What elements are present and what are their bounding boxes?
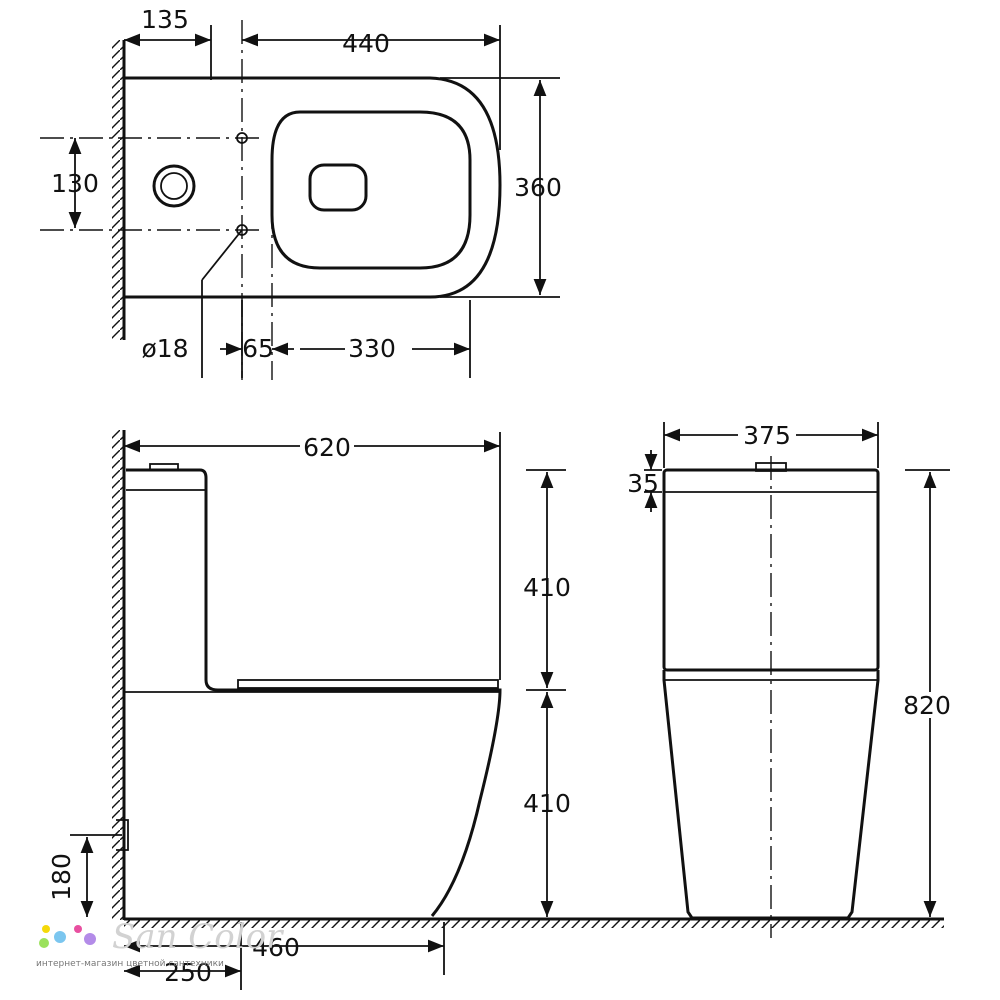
dim-130-label: 130 (51, 169, 99, 198)
dim-360-label: 360 (514, 173, 562, 202)
logo-dot (84, 933, 96, 945)
dim-620-mask (300, 434, 354, 460)
brand-logo: San Color (112, 917, 284, 957)
front-view: 375 35 820 (627, 421, 958, 938)
leader-18 (201, 229, 243, 281)
toilet-outline-top (124, 76, 502, 299)
dim-330-label: 330 (348, 334, 396, 363)
dim-410-tank-label: 410 (523, 573, 571, 602)
dim-375-label: 375 (743, 421, 791, 450)
flush-button-side (149, 463, 179, 471)
water-inlet-inner (160, 172, 188, 200)
wall-hatch-top (112, 40, 124, 340)
dim-18-label: ø18 (141, 334, 188, 363)
dim-65-label: 65 (242, 334, 274, 363)
logo-dot (54, 931, 66, 943)
water-inlet-side (116, 819, 129, 851)
drain-outline-top (308, 163, 368, 212)
dim-35-label: 35 (627, 469, 659, 498)
seat-outline-top (270, 110, 472, 270)
dim-135-label: 135 (141, 5, 189, 34)
brand-tagline: интернет-магазин цветной сантехники (36, 959, 224, 969)
logo-dot (39, 938, 49, 948)
dim-820-label: 820 (903, 691, 951, 720)
floor-hatch (124, 920, 944, 928)
dim-440-label: 440 (342, 29, 390, 58)
dim-375-mask (738, 422, 796, 448)
dim-410-bowl-label: 410 (523, 789, 571, 818)
logo-dot (42, 925, 50, 933)
water-inlet-outer (152, 164, 196, 208)
dim-250-label: 250 (164, 958, 212, 987)
dim-460-label: 460 (252, 933, 300, 962)
wall-hatch-side (112, 430, 124, 920)
dim-180-label: 180 (47, 853, 76, 901)
side-view: 620 410 410 180 460 250 (47, 430, 944, 990)
seat-lid-side (237, 679, 499, 689)
dim-820-mask (902, 692, 958, 718)
watermark: San Color интернет-магазин цветной санте… (36, 917, 284, 969)
logo-dot (74, 925, 82, 933)
bowl-front (662, 670, 880, 920)
toilet-outline-side (126, 468, 502, 917)
top-view: 135 440 130 360 ø18 65 330 (40, 5, 562, 380)
dim-620-label: 620 (303, 433, 351, 462)
